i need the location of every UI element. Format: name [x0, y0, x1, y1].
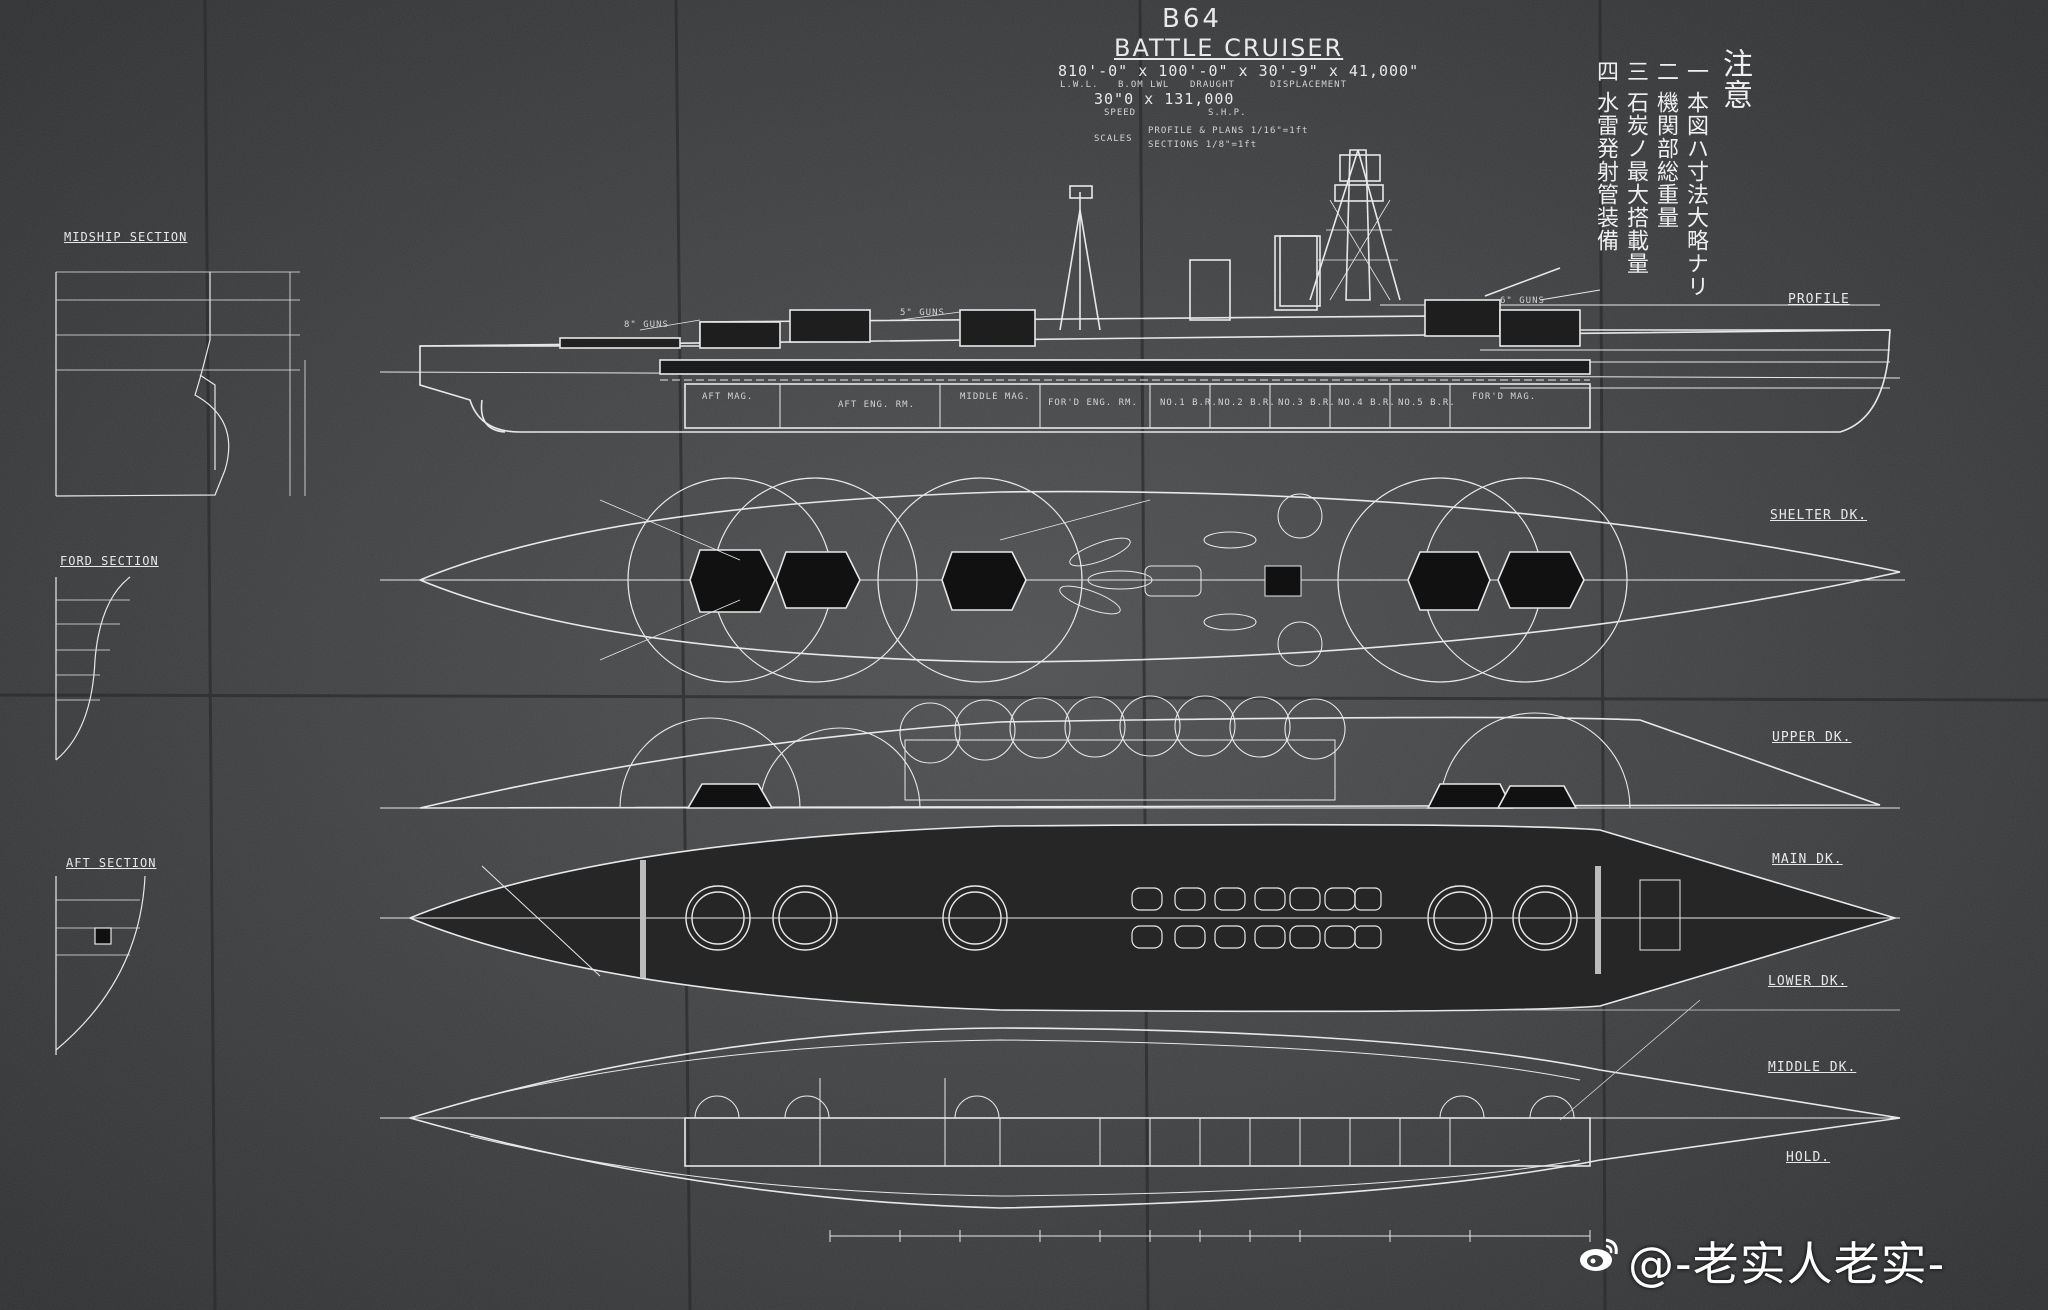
- main-deck-plan: [380, 823, 1900, 1013]
- compartment-label: NO.3 B.R.: [1278, 398, 1336, 408]
- middle-deck-and-hold-plan: [380, 1027, 1901, 1242]
- note-line: 二 機関部総重量: [1653, 60, 1678, 229]
- watermark-text: @-老实人老实-: [1628, 1237, 1946, 1291]
- profile-view: [379, 149, 1901, 433]
- gun-note: 8" GUNS: [624, 320, 669, 330]
- label-midship-section: MIDSHIP SECTION: [64, 230, 188, 244]
- speed-caption-shp: S.H.P.: [1208, 108, 1247, 118]
- aft-section-drawing: [55, 875, 146, 1055]
- weibo-logo-icon: [1578, 1236, 1620, 1274]
- compartment-label: AFT MAG.: [702, 392, 754, 402]
- note-line: 三 石炭ノ最大搭載量: [1623, 60, 1648, 275]
- dimensions-line: 810'-0" x 100'-0" x 30'-9" x 41,000": [1058, 62, 1420, 80]
- scale-profile: PROFILE & PLANS 1/16"=1ft: [1148, 126, 1309, 136]
- speed-line: 30"0 x 131,000: [1094, 90, 1235, 108]
- ford-section-drawing: [55, 576, 131, 761]
- note-line: 四 水雷発射管装備: [1593, 60, 1618, 252]
- compartment-label: NO.5 B.R.: [1398, 398, 1456, 408]
- dimension-caption-lwl: L.W.L.: [1060, 80, 1099, 90]
- label-profile: PROFILE: [1788, 292, 1850, 307]
- notes-heading: 注意: [1717, 48, 1752, 110]
- compartment-label: FOR'D ENG. RM.: [1048, 398, 1138, 408]
- dimension-caption-beam: B.OM LWL: [1118, 80, 1170, 90]
- label-upper-deck: UPPER DK.: [1772, 730, 1852, 745]
- drawing-title: B64: [1162, 4, 1222, 34]
- label-aft-section: AFT SECTION: [66, 856, 157, 870]
- label-ford-section: FORD SECTION: [60, 554, 159, 568]
- compartment-label: MIDDLE MAG.: [960, 392, 1031, 402]
- note-line: 一 本図ハ寸法大略ナリ: [1683, 60, 1708, 298]
- label-hold: HOLD.: [1786, 1150, 1831, 1165]
- label-middle-deck: MIDDLE DK.: [1768, 1060, 1857, 1075]
- label-main-deck: MAIN DK.: [1772, 852, 1843, 867]
- label-shelter-deck: SHELTER DK.: [1770, 508, 1868, 523]
- drawing-subtitle: BATTLE CRUISER: [1114, 34, 1344, 62]
- upper-deck-plan: [380, 695, 1900, 809]
- gun-note: 5" GUNS: [900, 308, 945, 318]
- compartment-label: AFT ENG. RM.: [838, 400, 916, 410]
- gun-note: 6" GUNS: [1500, 296, 1545, 306]
- midship-section-drawing: [55, 271, 306, 497]
- compartment-label: NO.2 B.R.: [1218, 398, 1276, 408]
- shelter-deck-plan: [380, 477, 1905, 683]
- scale-sections: SECTIONS 1/8"=1ft: [1148, 140, 1258, 150]
- speed-caption-speed: SPEED: [1104, 108, 1137, 118]
- compartment-label: FOR'D MAG.: [1472, 392, 1537, 402]
- dimension-caption-draught: DRAUGHT: [1190, 80, 1235, 90]
- dimension-caption-displacement: DISPLACEMENT: [1270, 80, 1348, 90]
- compartment-label: NO.4 B.R.: [1338, 398, 1396, 408]
- compartment-label: NO.1 B.R.: [1160, 398, 1218, 408]
- scales-label: SCALES: [1094, 134, 1133, 144]
- label-lower-deck: LOWER DK.: [1768, 974, 1848, 989]
